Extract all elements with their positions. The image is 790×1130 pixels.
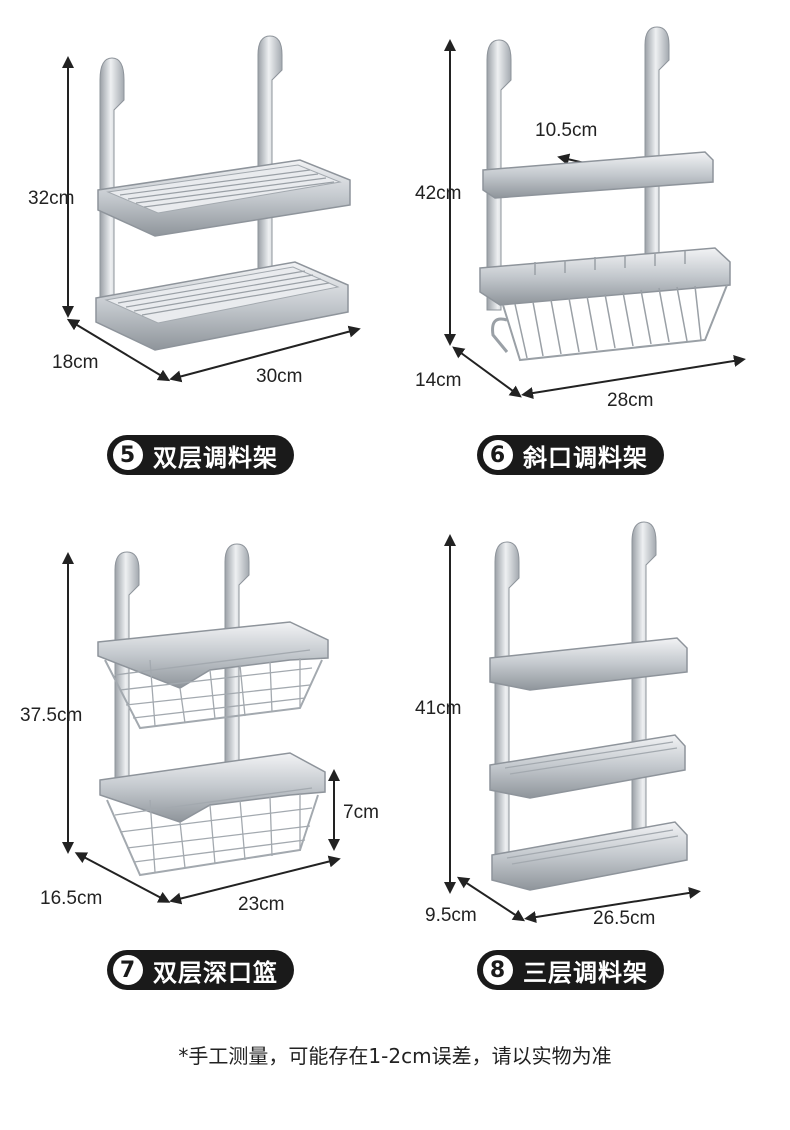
badge-number: 7	[113, 955, 143, 985]
width-label: 28cm	[607, 390, 654, 411]
height-label: 37.5cm	[20, 705, 83, 726]
basket-depth-label: 7cm	[343, 802, 379, 823]
badge-number: 5	[113, 440, 143, 470]
measurement-disclaimer: *手工测量，可能存在1-2cm误差，请以实物为准	[178, 1044, 612, 1068]
height-label: 42cm	[415, 183, 462, 204]
product-panel-8: 41cm 9.5cm 26.5cm 8 三层调料架	[395, 510, 790, 1020]
product-panel-5: 32cm 18cm 30cm 5 双层调料架	[0, 0, 395, 510]
depth-dimension-line	[456, 876, 526, 922]
rack-illustration-6	[444, 26, 746, 399]
product-name: 斜口调料架	[523, 443, 648, 472]
height-label: 32cm	[28, 188, 75, 209]
width-label: 30cm	[256, 366, 303, 387]
product-badge-5: 5 双层调料架	[107, 435, 294, 475]
product-badge-8: 8 三层调料架	[477, 950, 664, 990]
product-panel-7: 37.5cm 7cm 16.5cm 23cm 7 双层深口篮	[0, 510, 395, 1020]
width-dimension-line	[524, 887, 701, 923]
product-name: 双层调料架	[153, 443, 278, 472]
product-name: 双层深口篮	[153, 958, 278, 987]
depth-label: 16.5cm	[40, 888, 103, 909]
product-name: 三层调料架	[523, 958, 648, 987]
depth-label: 9.5cm	[425, 905, 477, 926]
rack-illustration-5	[62, 35, 361, 383]
product-badge-6: 6 斜口调料架	[477, 435, 664, 475]
width-dimension-line	[521, 355, 746, 399]
width-dimension-line	[169, 855, 341, 905]
badge-number: 8	[483, 955, 513, 985]
width-dimension-line	[169, 325, 361, 383]
rack-illustration-7	[62, 543, 341, 905]
badge-number: 6	[483, 440, 513, 470]
product-panel-6: 42cm 10.5cm 14cm 28cm 6 斜口调料架	[395, 0, 790, 510]
width-label: 23cm	[238, 894, 285, 915]
height-label: 41cm	[415, 698, 462, 719]
product-badge-7: 7 双层深口篮	[107, 950, 294, 990]
depth-label: 18cm	[52, 352, 99, 373]
rack-illustration-8	[444, 521, 701, 923]
depth-dimension-line	[452, 346, 522, 398]
shelf-depth-label: 10.5cm	[535, 120, 598, 141]
depth-label: 14cm	[415, 370, 462, 391]
width-label: 26.5cm	[593, 908, 656, 929]
depth-dimension-line	[66, 318, 171, 382]
depth-dimension-line	[74, 852, 171, 903]
